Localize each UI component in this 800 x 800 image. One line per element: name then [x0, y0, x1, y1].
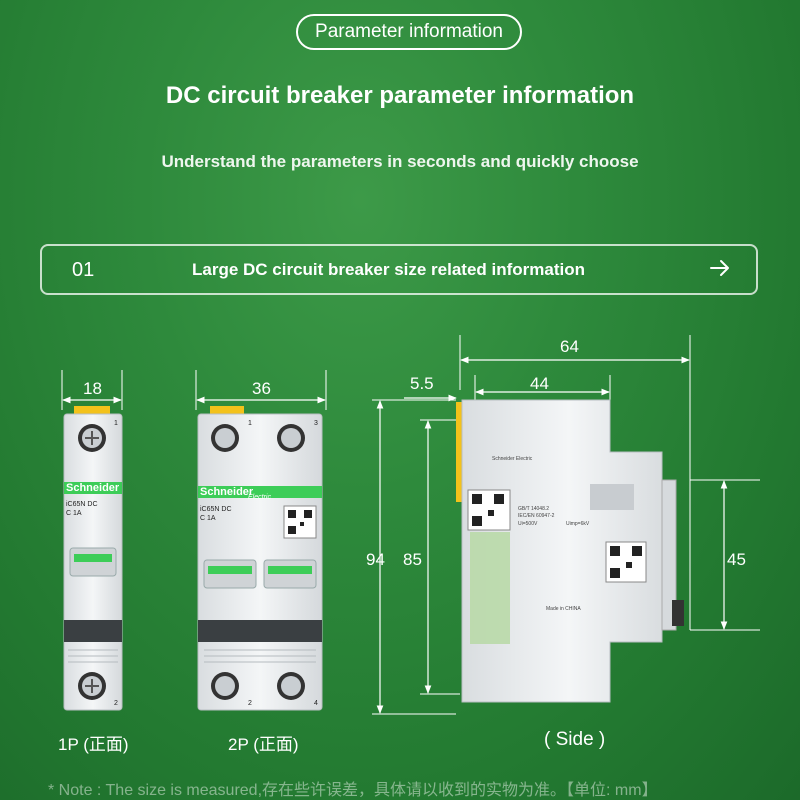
terminal-bottom-1p: 2 [114, 700, 118, 707]
view-label-1p: 1P (正面) [58, 735, 129, 754]
dim-side-total-width: 64 [560, 337, 579, 356]
page-title: DC circuit breaker parameter information [165, 82, 635, 109]
brand-2p: Schneider [200, 486, 254, 498]
terminal-top-2p-right: 3 [314, 420, 318, 427]
side-label-brand: Schneider Electric [492, 456, 533, 462]
dim-2p-width: 36 [252, 379, 271, 398]
view-label-2p: 2P (正面) [228, 735, 299, 754]
page-subtitle: Understand the parameters in seconds and… [161, 152, 639, 171]
model-1p: iC65N DC [66, 501, 98, 508]
side-label-ui: Ui=500V [518, 521, 538, 527]
arrow-right-icon[interactable] [708, 256, 732, 280]
brand-1p: Schneider [66, 482, 120, 494]
terminal-bottom-2p-left: 2 [248, 700, 252, 707]
dim-1p-width: 18 [83, 379, 102, 398]
banner-text: Large DC circuit breaker size related in… [192, 260, 586, 279]
breaker-2p-front [195, 370, 327, 711]
terminal-top-2p-left: 1 [248, 420, 252, 427]
rating-1p: C 1A [66, 510, 82, 517]
side-label-std2: IEC/EN 60947-2 [518, 513, 555, 519]
dimension-drawing [61, 335, 760, 715]
model-2p: iC65N DC [200, 506, 232, 513]
pill-label: Parameter information [315, 21, 503, 42]
dim-side-body-width: 44 [530, 374, 549, 393]
breaker-side-view [372, 335, 760, 715]
breaker-1p-front [61, 370, 123, 711]
terminal-top-1p: 1 [114, 420, 118, 427]
side-label-uimp: Uimp=6kV [566, 521, 590, 527]
side-label-std1: GB/T 14048.2 [518, 506, 550, 512]
terminal-bottom-2p-right: 4 [314, 700, 318, 707]
banner-number: 01 [72, 259, 95, 281]
dim-front-height: 45 [727, 550, 746, 569]
size-info-banner[interactable]: 01 Large DC circuit breaker size related… [40, 244, 758, 295]
dim-clip-width: 5.5 [410, 374, 434, 393]
footer-note: * Note : The size is measured,存在些许误差，具体请… [48, 782, 658, 799]
view-label-side: ( Side ) [544, 729, 606, 750]
side-label-origin: Made in CHINA [546, 606, 581, 612]
parameter-info-pill: Parameter information [296, 14, 522, 50]
brand-sub-2p: Electric [248, 494, 271, 501]
dim-body-height: 85 [403, 550, 422, 569]
dim-total-height: 94 [366, 550, 385, 569]
rating-2p: C 1A [200, 515, 216, 522]
